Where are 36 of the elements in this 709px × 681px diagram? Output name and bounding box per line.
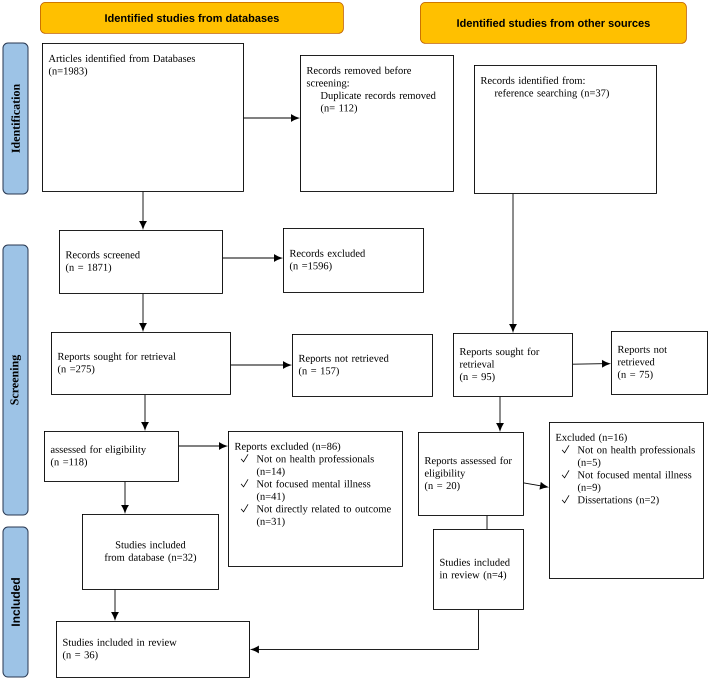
exclusion-box: Reports excluded (n=86) Not on health professionals (n=14) Not focused mental illness (n=41) Not directly related to outcome (n=31) — [228, 431, 403, 567]
arrow — [523, 482, 548, 490]
arrow — [139, 191, 147, 229]
phase-label: Identification — [2, 42, 28, 194]
arrow — [141, 394, 149, 430]
arrow — [121, 481, 129, 513]
arrow — [509, 193, 517, 332]
process-box: Records excluded (n =1596) — [283, 228, 424, 293]
phase-label: Screening — [2, 244, 28, 516]
exclusion-box: Excluded (n=16) Not on health professionals (n=5) Not focused mental illness (n=9) Dissertations (n=2) — [549, 422, 704, 579]
process-box: Reports assessed for eligibility (n = 20) — [418, 432, 524, 516]
process-box: Reports sought for retrieval (n = 95) — [453, 333, 573, 397]
process-box: Records removed before screening: Duplicate records removed (n= 112) — [300, 55, 454, 192]
process-box: Articles identified from Databases (n=1983) — [42, 43, 244, 192]
arrow — [139, 293, 147, 331]
arrow — [572, 360, 610, 368]
arrow — [251, 609, 479, 654]
process-box: Studies included in review (n = 36) — [56, 621, 250, 678]
arrow — [230, 361, 291, 369]
process-box: Reports sought for retrieval (n =275) — [51, 332, 231, 395]
section-header: Identified studies from databases — [40, 2, 344, 34]
process-box: Reports not retrieved (n = 157) — [292, 334, 433, 397]
arrow — [222, 254, 282, 262]
process-box: Studies included in review (n=4) — [433, 529, 524, 610]
arrow — [178, 442, 227, 450]
process-box: Records screened (n = 1871) — [59, 230, 223, 294]
arrow — [496, 396, 504, 431]
process-box: Records identified from: reference searching (n=37) — [474, 65, 657, 194]
process-box: Studies included from database (n=32) — [82, 514, 219, 590]
process-box: Reports not retrieved (n = 75) — [611, 331, 708, 395]
section-header: Identified studies from other sources — [420, 2, 687, 44]
phase-label: Included — [2, 526, 28, 678]
process-box: assessed for eligibility (n =118) — [44, 431, 179, 482]
connector-line — [486, 515, 488, 530]
arrow — [111, 589, 119, 620]
arrow — [243, 114, 299, 122]
